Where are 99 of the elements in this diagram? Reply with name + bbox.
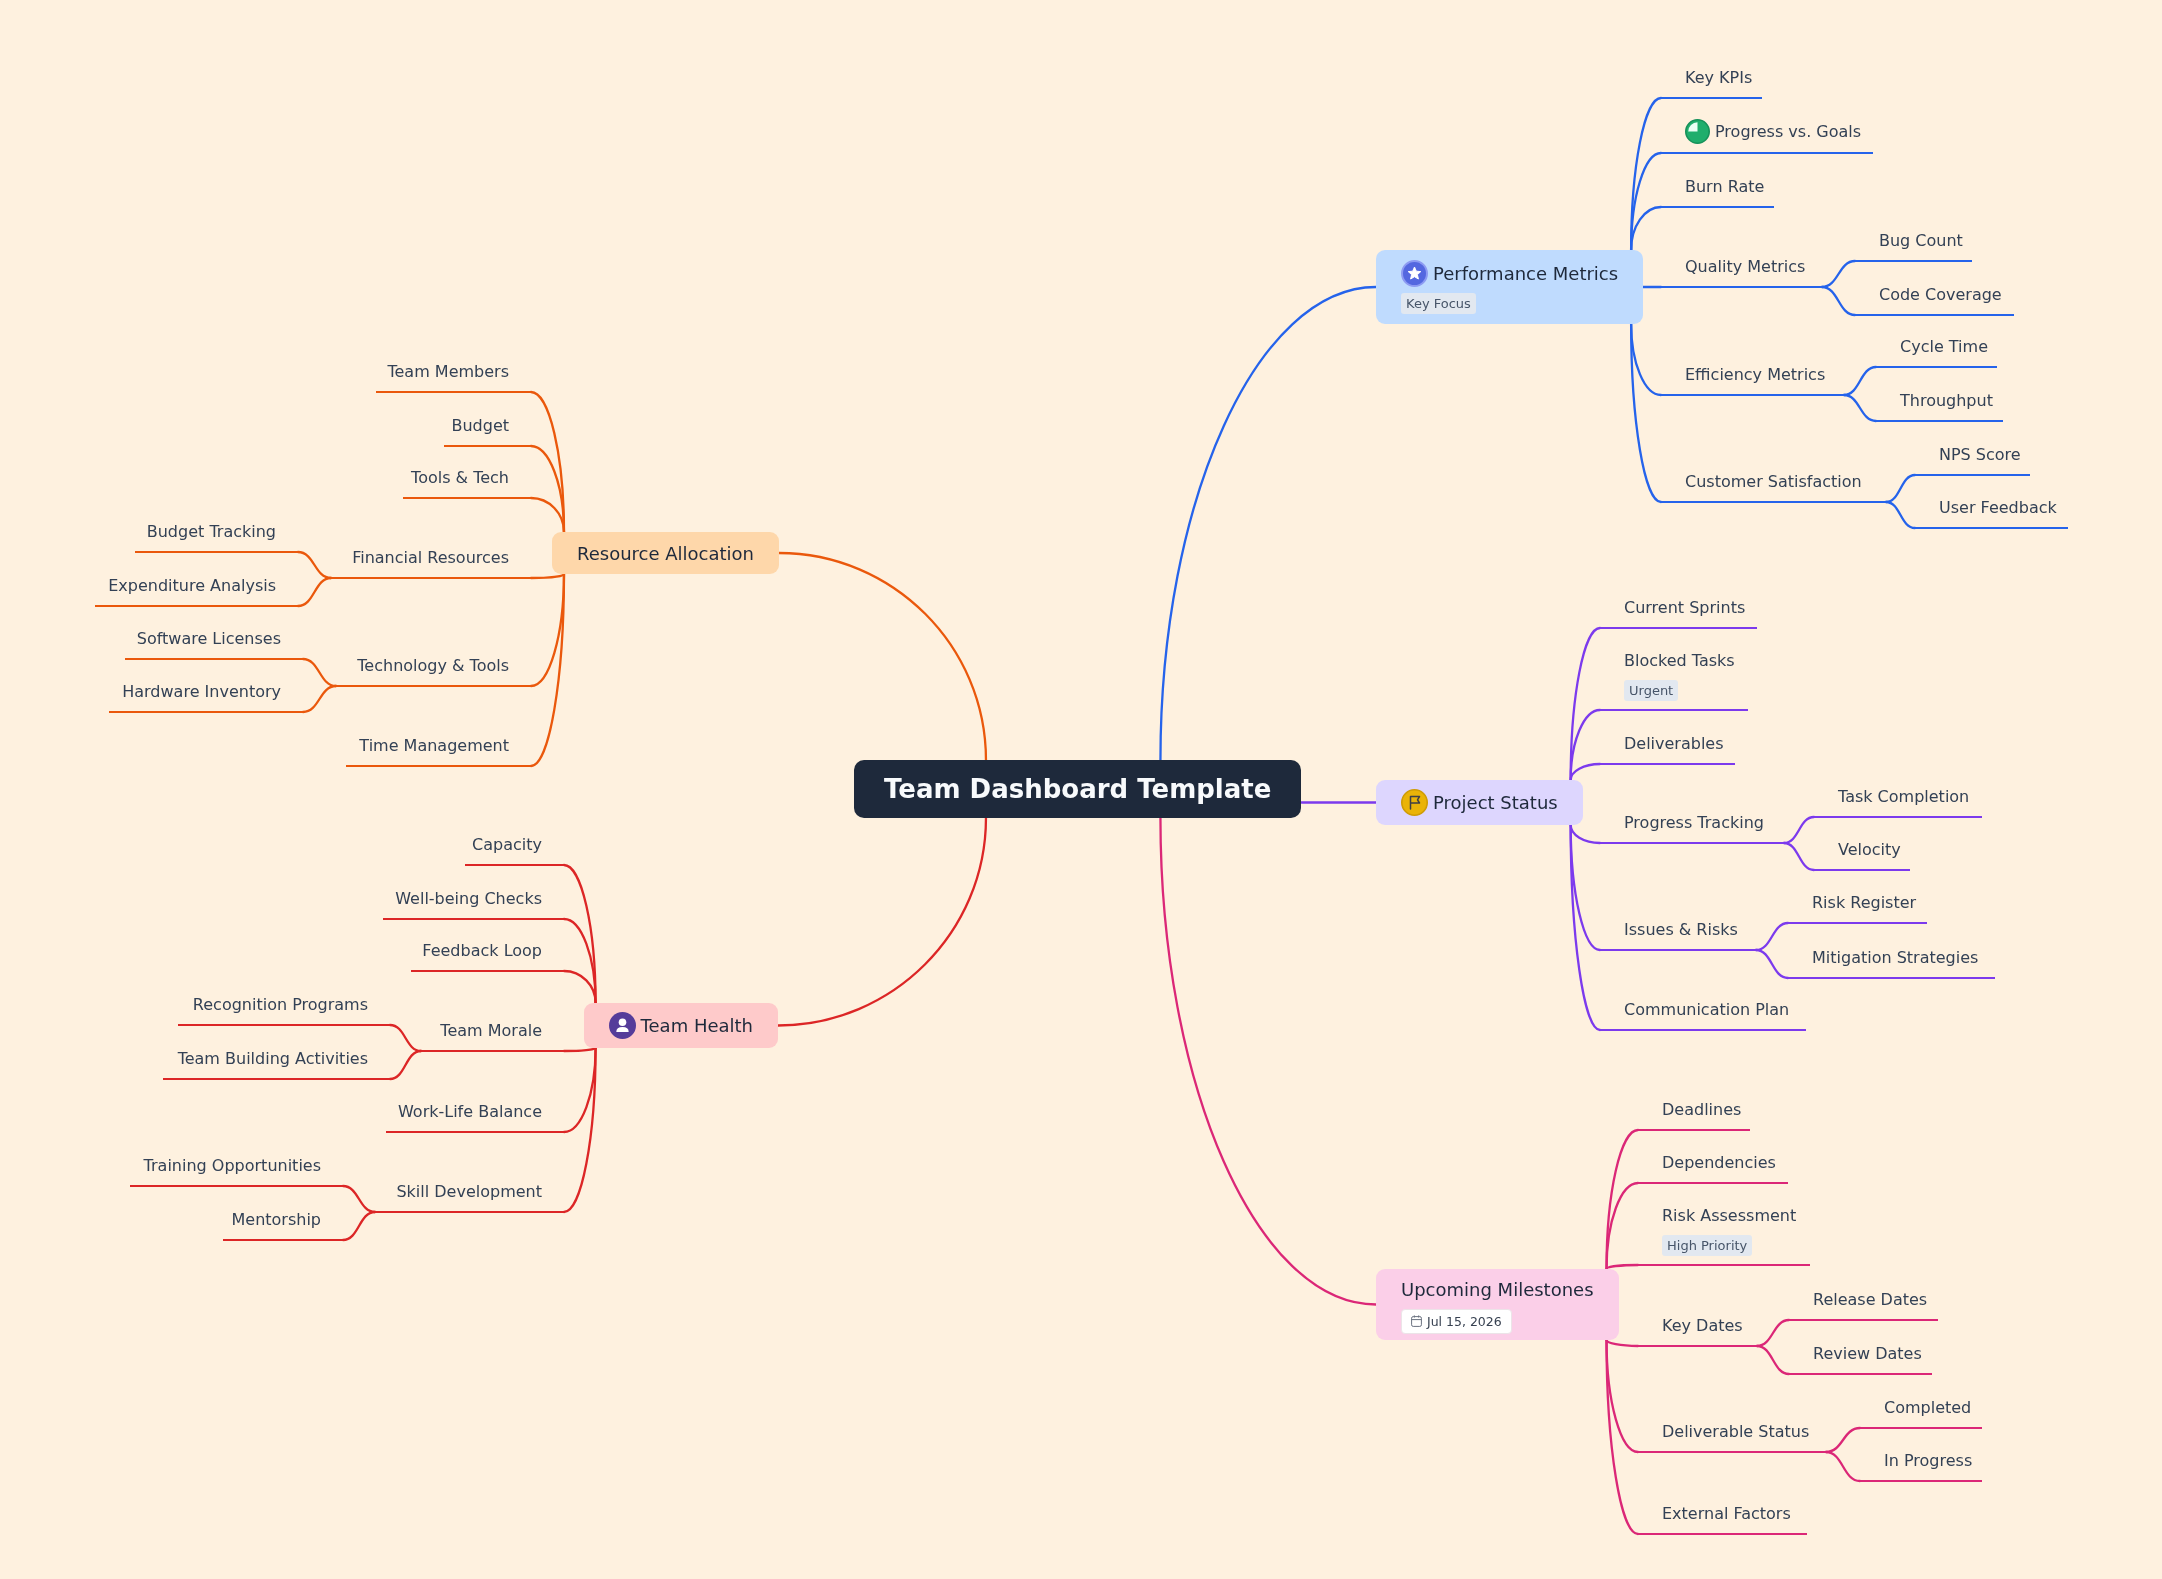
topic-label: Dependencies [1662, 1152, 1776, 1174]
topic-label: Cycle Time [1900, 336, 1988, 358]
branch-node [552, 532, 779, 574]
connector-line [562, 1046, 597, 1214]
topic-label: Budget [451, 415, 509, 437]
topic-label: Code Coverage [1879, 284, 2002, 306]
connector-line [1824, 1450, 1862, 1483]
topic-label: Issues & Risks [1624, 919, 1738, 941]
topic-label: Feedback Loop [422, 940, 542, 962]
topic-label: External Factors [1662, 1503, 1791, 1525]
topic-label: Blocked Tasks [1624, 650, 1735, 672]
connector-line [1605, 1181, 1640, 1271]
topic-label: Software Licenses [136, 628, 281, 650]
connector-line [1605, 1263, 1640, 1271]
topic-label: Hardware Inventory [122, 681, 281, 703]
connector-line [1159, 285, 1378, 762]
connector-line [777, 551, 988, 762]
topic-label: Bug Count [1879, 230, 1963, 252]
topic-label: Risk Register [1812, 892, 1917, 914]
connector-line [341, 1210, 377, 1242]
branch-node [1376, 780, 1583, 825]
connector-line [1782, 841, 1816, 872]
topic-label: Completed [1884, 1397, 1972, 1419]
topic-label: Deliverable Status [1662, 1421, 1810, 1443]
topic-label: Progress vs. Goals [1715, 120, 1862, 143]
branch-label: Upcoming Milestones [1401, 1277, 1594, 1302]
topic-label: Financial Resources [352, 547, 509, 569]
topic-label: Customer Satisfaction [1685, 471, 1862, 493]
branch-label: Resource Allocation [577, 541, 754, 566]
topic-label: Training Opportunities [143, 1155, 321, 1177]
status-tag: Key Focus [1401, 293, 1476, 314]
connector-line [1754, 948, 1790, 980]
topic-label: Work-Life Balance [397, 1101, 542, 1123]
connector-line [1605, 1338, 1640, 1348]
topic-label: Technology & Tools [357, 655, 509, 677]
status-tag: High Priority [1662, 1235, 1753, 1256]
branch-node [583, 1003, 778, 1048]
topic-label: User Feedback [1939, 497, 2057, 519]
topic-label: Efficiency Metrics [1685, 364, 1826, 386]
connector-line [1630, 205, 1663, 252]
connector-line [562, 969, 597, 1005]
topic-label: Release Dates [1813, 1289, 1928, 1311]
connector-line [301, 684, 338, 714]
connector-line [1884, 500, 1917, 530]
topic-label: Progress Tracking [1624, 812, 1764, 834]
topic-label: Expenditure Analysis [108, 575, 276, 597]
topic-label: Communication Plan [1624, 999, 1790, 1021]
connector-line [529, 496, 566, 534]
topic-label: Velocity [1838, 839, 1901, 861]
topic-label: Capacity [472, 834, 542, 856]
connector-line [1820, 285, 1857, 317]
connector-line [1605, 1338, 1640, 1536]
connector-line [388, 1049, 423, 1081]
topic-label: Team Members [387, 361, 509, 383]
topic-label: NPS Score [1939, 444, 2021, 466]
topic-label: Recognition Programs [192, 994, 368, 1016]
connector-line [776, 816, 988, 1027]
topic-label: Skill Development [396, 1181, 542, 1203]
branch-node [1376, 250, 1644, 324]
connector-line [1630, 322, 1663, 504]
branch-label: Project Status [1433, 791, 1558, 815]
branch-label: Performance Metrics [1433, 262, 1619, 286]
connector-line [1842, 393, 1878, 423]
connector-line [529, 572, 566, 580]
connector-line [1755, 1344, 1791, 1376]
topic-label: Key KPIs [1685, 67, 1753, 89]
topic-label: Team Building Activities [177, 1048, 368, 1070]
branch-node [1376, 1269, 1619, 1340]
topic-label: Quality Metrics [1685, 256, 1806, 278]
topic-label: Budget Tracking [146, 521, 276, 543]
connector-line [1569, 762, 1602, 782]
date-text: Jul 15, 2026 [1427, 1313, 1502, 1329]
connector-line [1569, 823, 1602, 1032]
topic-label: Team Morale [440, 1020, 542, 1042]
connector-line [1300, 801, 1378, 804]
topic-label: Tools & Tech [411, 467, 509, 489]
topic-label: In Progress [1884, 1450, 1973, 1472]
topic-label: Well-being Checks [395, 888, 542, 910]
connector-line [529, 572, 566, 768]
connector-line [296, 576, 333, 608]
root-title: Team Dashboard Template [884, 773, 1272, 805]
topic-label: Task Completion [1838, 786, 1970, 808]
branch-label: Team Health [640, 1014, 753, 1038]
topic-label: Time Management [359, 735, 509, 757]
topic-label: Risk Assessment [1662, 1205, 1797, 1227]
topic-label: Current Sprints [1624, 597, 1746, 619]
topic-label: Deadlines [1662, 1099, 1742, 1121]
connector-line [562, 1046, 597, 1053]
topic-label: Mitigation Strategies [1812, 947, 1979, 969]
topic-label: Throughput [1900, 390, 1993, 412]
status-tag: Urgent [1624, 680, 1679, 701]
topic-label: Key Dates [1662, 1315, 1743, 1337]
topic-node [1661, 119, 1873, 154]
root-node [854, 760, 1302, 818]
connector-line [1159, 816, 1378, 1306]
topic-label: Review Dates [1813, 1343, 1922, 1365]
topic-label: Deliverables [1624, 733, 1724, 755]
topic-label: Burn Rate [1685, 176, 1765, 198]
topic-label: Mentorship [231, 1209, 321, 1231]
